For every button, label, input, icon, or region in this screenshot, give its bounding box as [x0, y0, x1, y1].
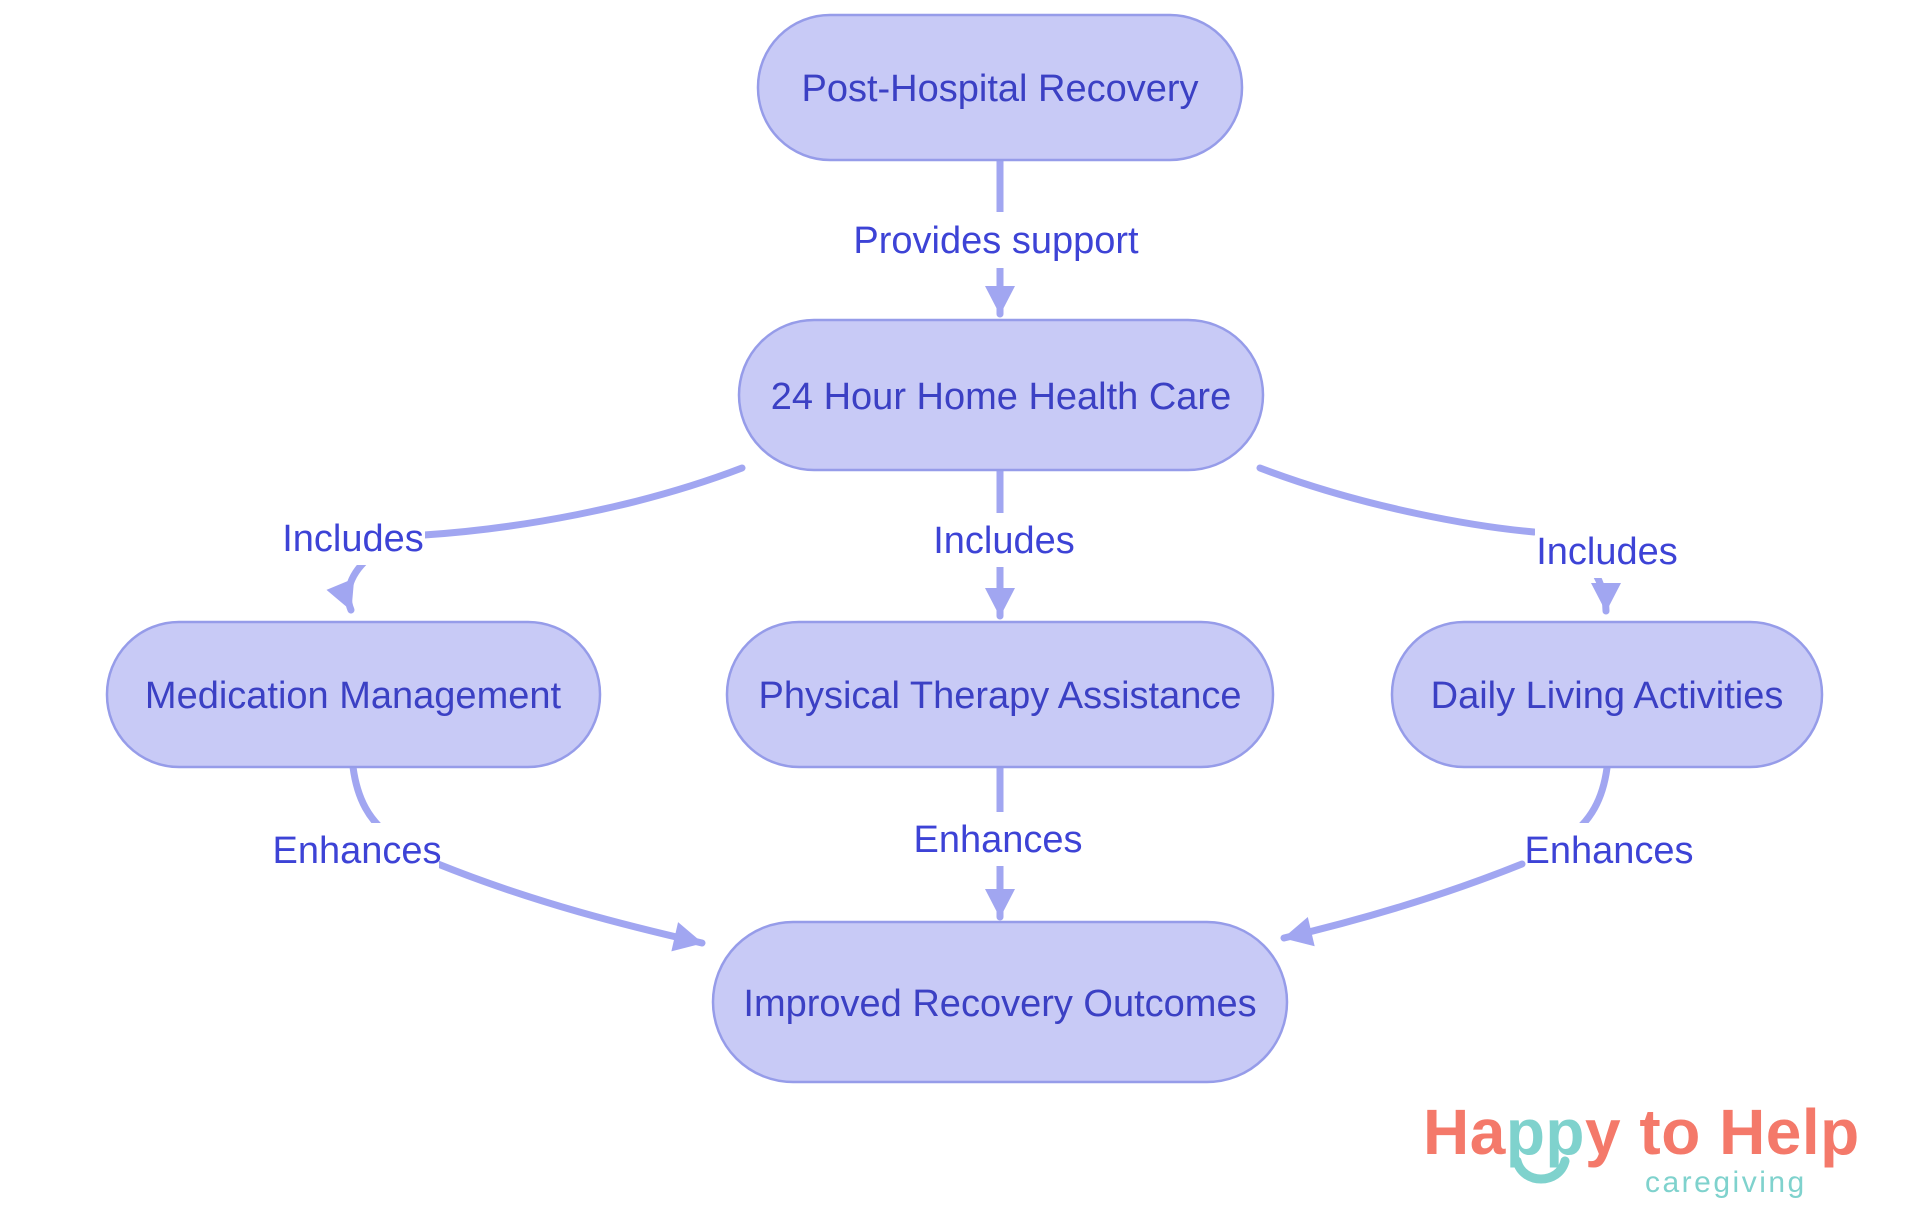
- brand-logo: Happy to Help caregiving: [1423, 1100, 1893, 1200]
- svg-text:Includes: Includes: [1536, 531, 1678, 573]
- svg-text:Enhances: Enhances: [272, 830, 441, 872]
- edge-label-includes-center: Includes: [932, 513, 1076, 567]
- edge-label-provides-support: Provides support: [853, 212, 1139, 268]
- node-medication-management: Medication Management: [105, 620, 602, 769]
- svg-text:Enhances: Enhances: [913, 819, 1082, 861]
- logo-wordmark-coral-1: Ha: [1423, 1096, 1506, 1168]
- node-24-hour-home-health-care: 24 Hour Home Health Care: [737, 318, 1265, 472]
- edge-label-enhances-left: Enhances: [272, 823, 442, 877]
- svg-text:Provides support: Provides support: [853, 220, 1139, 262]
- svg-text:24 Hour Home Health Care: 24 Hour Home Health Care: [771, 376, 1231, 418]
- svg-text:Enhances: Enhances: [1524, 830, 1693, 872]
- edge-label-includes-left: Includes: [281, 511, 425, 565]
- logo-tagline: caregiving: [1645, 1166, 1807, 1199]
- node-physical-therapy-assistance: Physical Therapy Assistance: [725, 620, 1275, 769]
- logo-wordmark-teal: pp: [1505, 1096, 1585, 1168]
- svg-text:Daily Living Activities: Daily Living Activities: [1431, 675, 1784, 717]
- svg-text:Physical Therapy Assistance: Physical Therapy Assistance: [759, 675, 1242, 717]
- edge-label-enhances-right: Enhances: [1524, 823, 1694, 877]
- node-post-hospital-recovery: Post-Hospital Recovery: [756, 13, 1244, 162]
- logo-wordmark: Happy to Help: [1423, 1100, 1893, 1164]
- svg-text:Medication Management: Medication Management: [145, 675, 562, 717]
- node-improved-recovery-outcomes: Improved Recovery Outcomes: [711, 920, 1289, 1084]
- svg-text:Improved Recovery Outcomes: Improved Recovery Outcomes: [743, 983, 1256, 1025]
- svg-text:Includes: Includes: [933, 520, 1075, 562]
- svg-text:Includes: Includes: [282, 518, 424, 560]
- edge-label-enhances-center: Enhances: [913, 812, 1083, 866]
- node-daily-living-activities: Daily Living Activities: [1390, 620, 1824, 769]
- svg-text:Post-Hospital Recovery: Post-Hospital Recovery: [801, 68, 1198, 110]
- edge-label-includes-right: Includes: [1535, 524, 1679, 578]
- logo-wordmark-coral-2: y to Help: [1585, 1096, 1860, 1168]
